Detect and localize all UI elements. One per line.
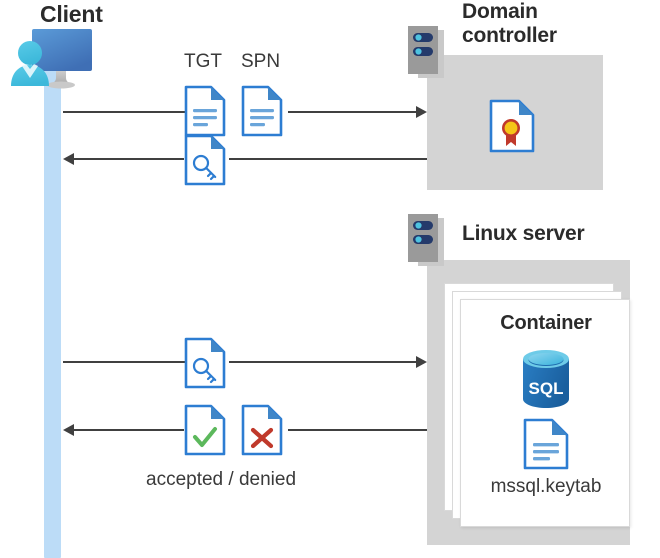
flow-4-arrowhead [63,424,74,436]
client-title: Client [40,1,103,27]
flow-1-arrowhead [416,106,427,118]
flow-4-line-left [74,429,184,431]
container-title: Container [500,312,592,334]
certificate-document-icon [489,99,537,153]
flow-3-line-left [63,361,185,363]
flow-1-line-left [63,111,185,113]
flow-3-arrowhead [416,356,427,368]
keytab-label: mssql.keytab [490,476,602,497]
cross-document-icon [241,404,283,456]
text-document-icon [184,85,226,137]
domain-controller-title-line1: Domain [462,0,538,23]
accepted-denied-label: accepted / denied [146,469,297,490]
flow-1-line-right [288,111,416,113]
key-document-icon [184,134,226,186]
flow-2-line-left [74,158,184,160]
text-document-icon [241,85,283,137]
keytab-document-icon [523,418,569,470]
flow-2-line-right [229,158,427,160]
flow-3-line-right [229,361,416,363]
tgt-label: TGT [184,51,222,72]
client-workstation-icon [8,26,112,94]
flow-4-line-right [288,429,427,431]
domain-controller-title-line2: controller [462,23,557,47]
sql-database-icon: SQL [519,348,573,410]
server-rack-icon [408,214,448,269]
client-lifeline [44,60,61,558]
server-rack-icon [408,26,448,81]
container-card-front: Container SQL [460,299,630,527]
flow-2-arrowhead [63,153,74,165]
domain-controller-title: Domain controller [462,0,557,47]
check-document-icon [184,404,226,456]
linux-server-title: Linux server [462,222,585,245]
key-document-icon [184,337,226,389]
svg-text:SQL: SQL [529,379,564,398]
spn-label: SPN [241,51,281,72]
